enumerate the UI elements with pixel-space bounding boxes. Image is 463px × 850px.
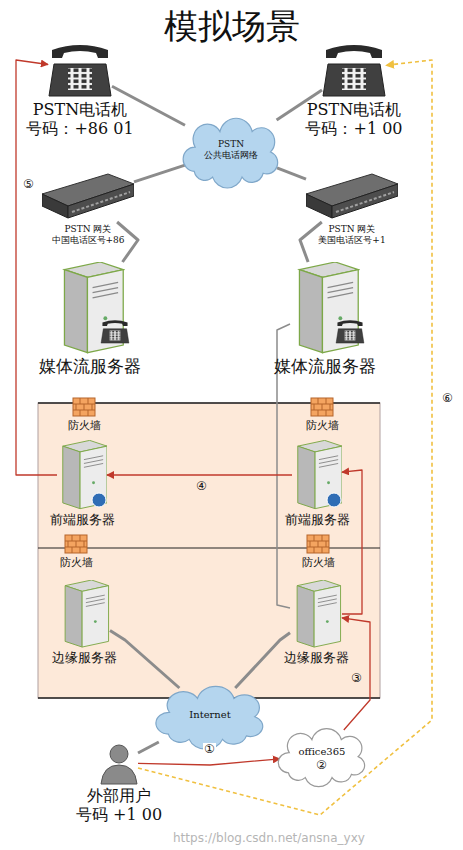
server-node: 媒体流服务器 (290, 262, 360, 354)
callout-number: ⑤ (22, 178, 35, 191)
server-node: 边缘服务器 (290, 580, 342, 648)
user-icon (101, 745, 137, 784)
server-node: 前端服务器 (292, 440, 342, 510)
phone-icon (49, 45, 111, 96)
server-icon (297, 580, 340, 647)
phone-icon (336, 320, 364, 343)
node-label: Internet (189, 709, 230, 721)
gateway-icon (42, 174, 134, 218)
node-label: PSTN 网关 美国电话区号+1 (314, 224, 390, 246)
cloud-node: Internet (158, 688, 262, 742)
globe-icon (327, 493, 341, 507)
firewall-icon (65, 535, 87, 553)
cloud-outline (183, 118, 277, 188)
node-label: 前端服务器 (267, 512, 367, 528)
connector (134, 165, 185, 182)
node-label: PSTN 公共电话网络 (202, 139, 260, 161)
node-label: 媒体流服务器 (20, 356, 160, 376)
firewall-node: 防火墙 (310, 395, 334, 417)
connector (110, 631, 179, 689)
connector (138, 60, 432, 815)
server-node: 媒体流服务器 (55, 262, 125, 354)
phone-icon (323, 45, 385, 96)
callout-number: ⑥ (441, 392, 454, 405)
connector (342, 470, 362, 614)
gateway-node: PSTN 网关 美国电话区号+1 (306, 172, 398, 222)
node-label: office365 (299, 746, 346, 758)
cloud-node: PSTN 公共电话网络 (185, 120, 277, 180)
connector (138, 742, 159, 753)
firewall-icon (73, 398, 95, 416)
connector (235, 633, 290, 688)
node-label: 防火墙 (54, 419, 114, 432)
gateway-node: PSTN 网关 中国电话区号+86 (42, 172, 134, 222)
firewall-node: 防火墙 (306, 532, 330, 554)
cloud-outline (278, 729, 364, 787)
server-icon (298, 440, 342, 508)
server-node: 前端服务器 (57, 440, 107, 510)
node-label: 防火墙 (292, 419, 352, 432)
connector (107, 474, 292, 475)
cloud-text-box: Internet (158, 688, 262, 742)
firewall-node: 防火墙 (64, 532, 88, 554)
server-icon (65, 580, 108, 647)
cloud-node: office365 (280, 730, 364, 780)
node-label: 外部用户 号码 +1 00 (74, 786, 164, 824)
node-label: PSTN电话机 号码：+86 01 (20, 100, 140, 138)
callout-number: ③ (350, 672, 363, 685)
firewall-icon (311, 398, 333, 416)
callout-number: ① (203, 743, 216, 756)
phone-icon (101, 320, 129, 343)
node-label: 媒体流服务器 (255, 356, 395, 376)
connector (342, 618, 370, 730)
callout-number: ② (315, 759, 328, 772)
cloud-outline (156, 686, 263, 749)
watermark: https://blog.csdn.net/ansna_yxy (172, 832, 366, 845)
callout-number: ④ (195, 480, 208, 493)
node-label: 防火墙 (288, 556, 348, 569)
globe-icon (92, 493, 106, 507)
server-icon (63, 440, 107, 508)
gateway-icon (306, 174, 398, 218)
cloud-text-box: office365 (280, 730, 364, 758)
node-label: PSTN电话机 号码：+1 00 (294, 100, 414, 138)
node-label: 前端服务器 (32, 512, 132, 528)
phone-node: PSTN电话机 号码：+1 00 (322, 40, 386, 98)
node-label: PSTN 网关 中国电话区号+86 (50, 224, 126, 246)
cloud-text-box: PSTN 公共电话网络 (185, 120, 277, 180)
connector (138, 759, 280, 765)
node-label: 边缘服务器 (34, 650, 134, 666)
diagram-title: 模拟场景 (0, 4, 463, 50)
node-label: 防火墙 (46, 556, 106, 569)
user-node: 外部用户 号码 +1 00 (100, 742, 138, 784)
connector (277, 168, 306, 179)
phone-node: PSTN电话机 号码：+86 01 (48, 40, 112, 98)
node-label: 边缘服务器 (266, 650, 366, 666)
server-node: 边缘服务器 (58, 580, 110, 648)
firewall-icon (307, 535, 329, 553)
firewall-node: 防火墙 (72, 395, 96, 417)
